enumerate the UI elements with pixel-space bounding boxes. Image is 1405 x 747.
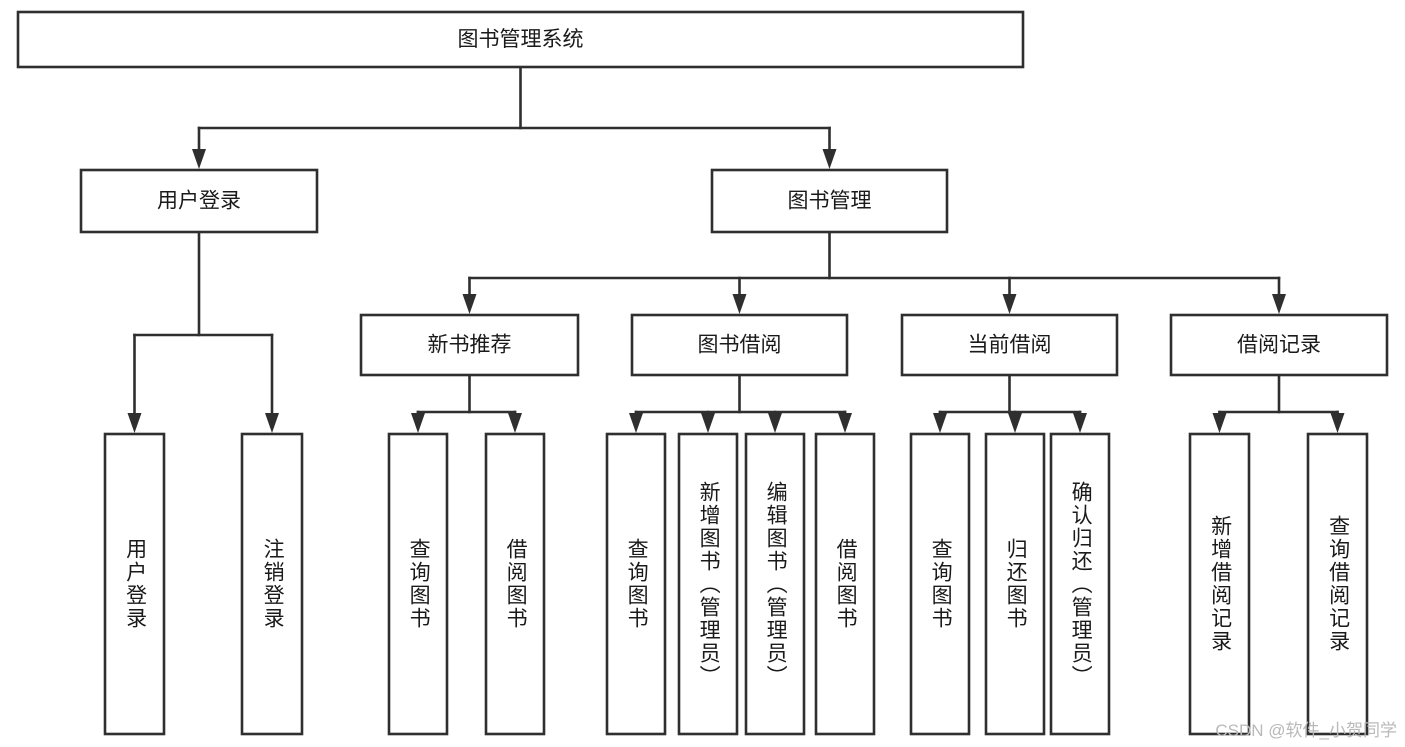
arrow-head-level3-3-to-leaf-1 <box>1330 413 1345 433</box>
node-label-level3-1: 图书借阅 <box>698 334 782 357</box>
node-box-level2-1[interactable] <box>710 168 949 234</box>
arrow-head-level3-0-to-leaf-1 <box>508 413 522 433</box>
node-label-root: 图书管理系统 <box>458 28 584 51</box>
node-box-leaf-7[interactable] <box>814 432 876 736</box>
node-box-leaf-3[interactable] <box>484 432 546 736</box>
arrow-head-level2-to-level3-3 <box>1272 294 1286 314</box>
node-box-leaf-2[interactable] <box>387 432 449 736</box>
connector-layer <box>127 65 1345 433</box>
node-box-level3-0[interactable] <box>359 313 580 377</box>
node-box-leaf-1[interactable] <box>240 432 304 736</box>
node-label-level2-1: 图书管理 <box>788 190 872 213</box>
arrow-head-level3-0-to-leaf-0 <box>411 413 425 433</box>
box-layer <box>16 10 1389 736</box>
node-box-leaf-0[interactable] <box>103 432 166 736</box>
arrow-head-level3-2-to-leaf-0 <box>933 413 947 433</box>
arrow-head-level2-0-to-leaf-0 <box>127 413 142 433</box>
arrow-head-level2-to-level3-2 <box>1002 294 1017 314</box>
arrow-head-level2-0-to-leaf-1 <box>265 413 279 433</box>
watermark: CSDN @软件_小贺同学 <box>1215 721 1397 740</box>
arrow-head-level3-3-to-leaf-0 <box>1212 413 1227 433</box>
node-box-root[interactable] <box>16 10 1025 69</box>
arrow-head-level3-1-to-leaf-3 <box>838 413 852 433</box>
arrow-head-level3-1-to-leaf-0 <box>629 413 643 433</box>
node-label-level3-0: 新书推荐 <box>428 334 512 357</box>
node-box-leaf-4[interactable] <box>605 432 667 736</box>
arrow-head-level3-1-to-leaf-1 <box>701 413 715 433</box>
node-box-leaf-12[interactable] <box>1306 432 1369 736</box>
node-label-level2-0: 用户登录 <box>157 190 241 213</box>
node-box-leaf-11[interactable] <box>1188 432 1251 736</box>
node-box-level3-2[interactable] <box>900 313 1119 377</box>
node-box-leaf-5[interactable] <box>677 432 739 736</box>
node-box-leaf-6[interactable] <box>744 432 806 736</box>
arrow-head-level3-1-to-leaf-2 <box>768 413 782 433</box>
node-box-level3-3[interactable] <box>1169 313 1389 377</box>
node-box-leaf-8[interactable] <box>909 432 971 736</box>
arrow-head-level3-2-to-leaf-2 <box>1073 413 1087 433</box>
arrow-head-level2-to-level3-1 <box>732 294 747 314</box>
node-label-level3-2: 当前借阅 <box>968 334 1052 357</box>
arrow-head-level3-2-to-leaf-1 <box>1008 413 1022 433</box>
arrow-head-level2-to-level3-0 <box>462 294 477 314</box>
arrow-head-root-to-level2-0 <box>192 149 206 169</box>
node-label-level3-3: 借阅记录 <box>1237 334 1321 357</box>
node-box-leaf-10[interactable] <box>1049 432 1111 736</box>
node-box-leaf-9[interactable] <box>984 432 1046 736</box>
node-box-level3-1[interactable] <box>630 313 849 377</box>
arrow-head-root-to-level2-1 <box>822 149 837 169</box>
node-box-level2-0[interactable] <box>79 168 319 234</box>
